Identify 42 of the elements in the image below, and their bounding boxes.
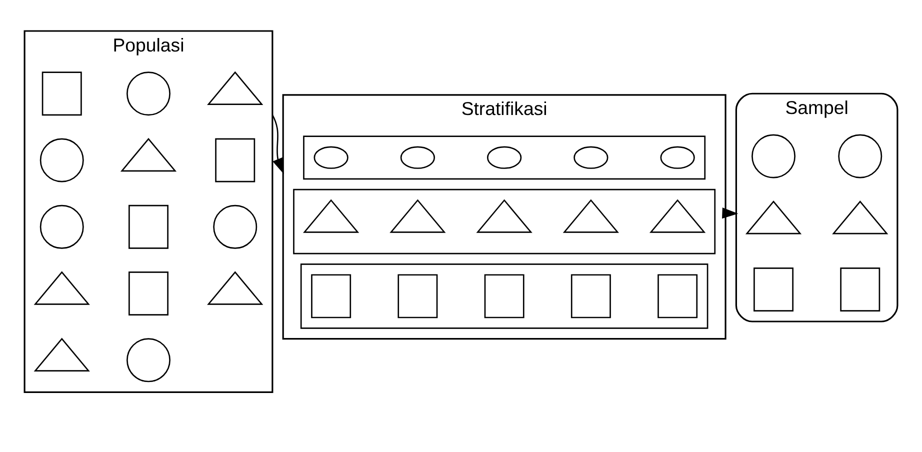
node-box xyxy=(484,274,524,318)
node-circle xyxy=(838,134,882,178)
node-box xyxy=(754,268,794,312)
node-box xyxy=(42,72,82,116)
cluster: Sampel xyxy=(735,92,898,322)
node-triangle xyxy=(207,71,264,105)
node-box xyxy=(128,272,168,316)
node-circle xyxy=(40,138,84,182)
cluster xyxy=(293,188,716,254)
node-triangle xyxy=(34,338,90,372)
node-triangle xyxy=(562,199,620,233)
arrow xyxy=(722,207,738,219)
node-box xyxy=(658,274,698,318)
node-box xyxy=(311,274,352,318)
node-triangle xyxy=(476,199,532,233)
node-ellipse xyxy=(660,146,695,169)
node-box xyxy=(398,274,438,318)
node-triangle xyxy=(120,138,177,172)
node-circle xyxy=(126,72,170,116)
node-circle xyxy=(126,338,170,382)
cluster: Populasi xyxy=(24,30,274,393)
node-ellipse xyxy=(314,146,348,169)
cluster xyxy=(300,264,708,329)
node-box xyxy=(840,268,880,312)
node-triangle xyxy=(649,199,706,233)
node-triangle xyxy=(302,199,360,233)
node-ellipse xyxy=(574,146,608,169)
node-triangle xyxy=(745,200,802,234)
cluster: Stratifikasi xyxy=(282,94,726,340)
cluster xyxy=(303,136,706,180)
node-ellipse xyxy=(486,146,522,169)
node-box xyxy=(128,204,168,249)
node-ellipse xyxy=(400,146,436,169)
node-triangle xyxy=(832,200,888,234)
node-triangle xyxy=(390,199,446,233)
node-triangle xyxy=(207,271,264,305)
node-circle xyxy=(752,134,796,178)
node-circle xyxy=(40,204,84,249)
node-triangle xyxy=(34,271,90,305)
node-box xyxy=(570,274,611,318)
node-box xyxy=(215,138,256,182)
node-circle xyxy=(213,204,258,249)
